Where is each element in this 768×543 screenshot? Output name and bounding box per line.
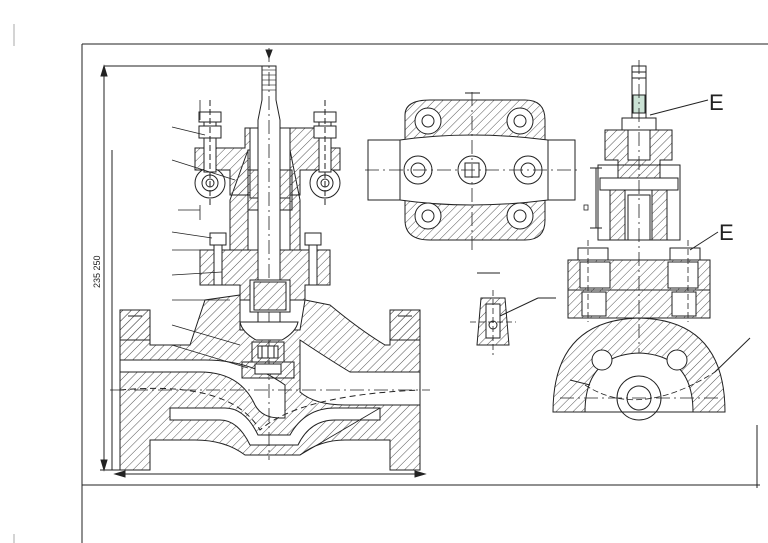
view-label-e-upper: E [709, 90, 724, 115]
top-view [365, 92, 580, 250]
eye-bolt-right [309, 100, 341, 205]
leader-lines [171, 100, 381, 456]
bonnet-bolts [209, 232, 322, 286]
overall-dimension [100, 64, 427, 478]
overall-height-dimension: 235 250 [92, 255, 102, 288]
left-flange-hub [119, 309, 151, 341]
outlet-passage [299, 339, 421, 406]
right-flange-hub [389, 309, 421, 341]
view-label-e-lower: E [719, 220, 734, 245]
sheet-frame [13, 24, 768, 543]
main-section-view [100, 48, 430, 478]
valve-disc [239, 321, 299, 341]
detail-view [470, 272, 556, 355]
eye-bolt-left [194, 100, 226, 205]
lower-cavity [169, 407, 381, 446]
side-view [552, 60, 751, 421]
